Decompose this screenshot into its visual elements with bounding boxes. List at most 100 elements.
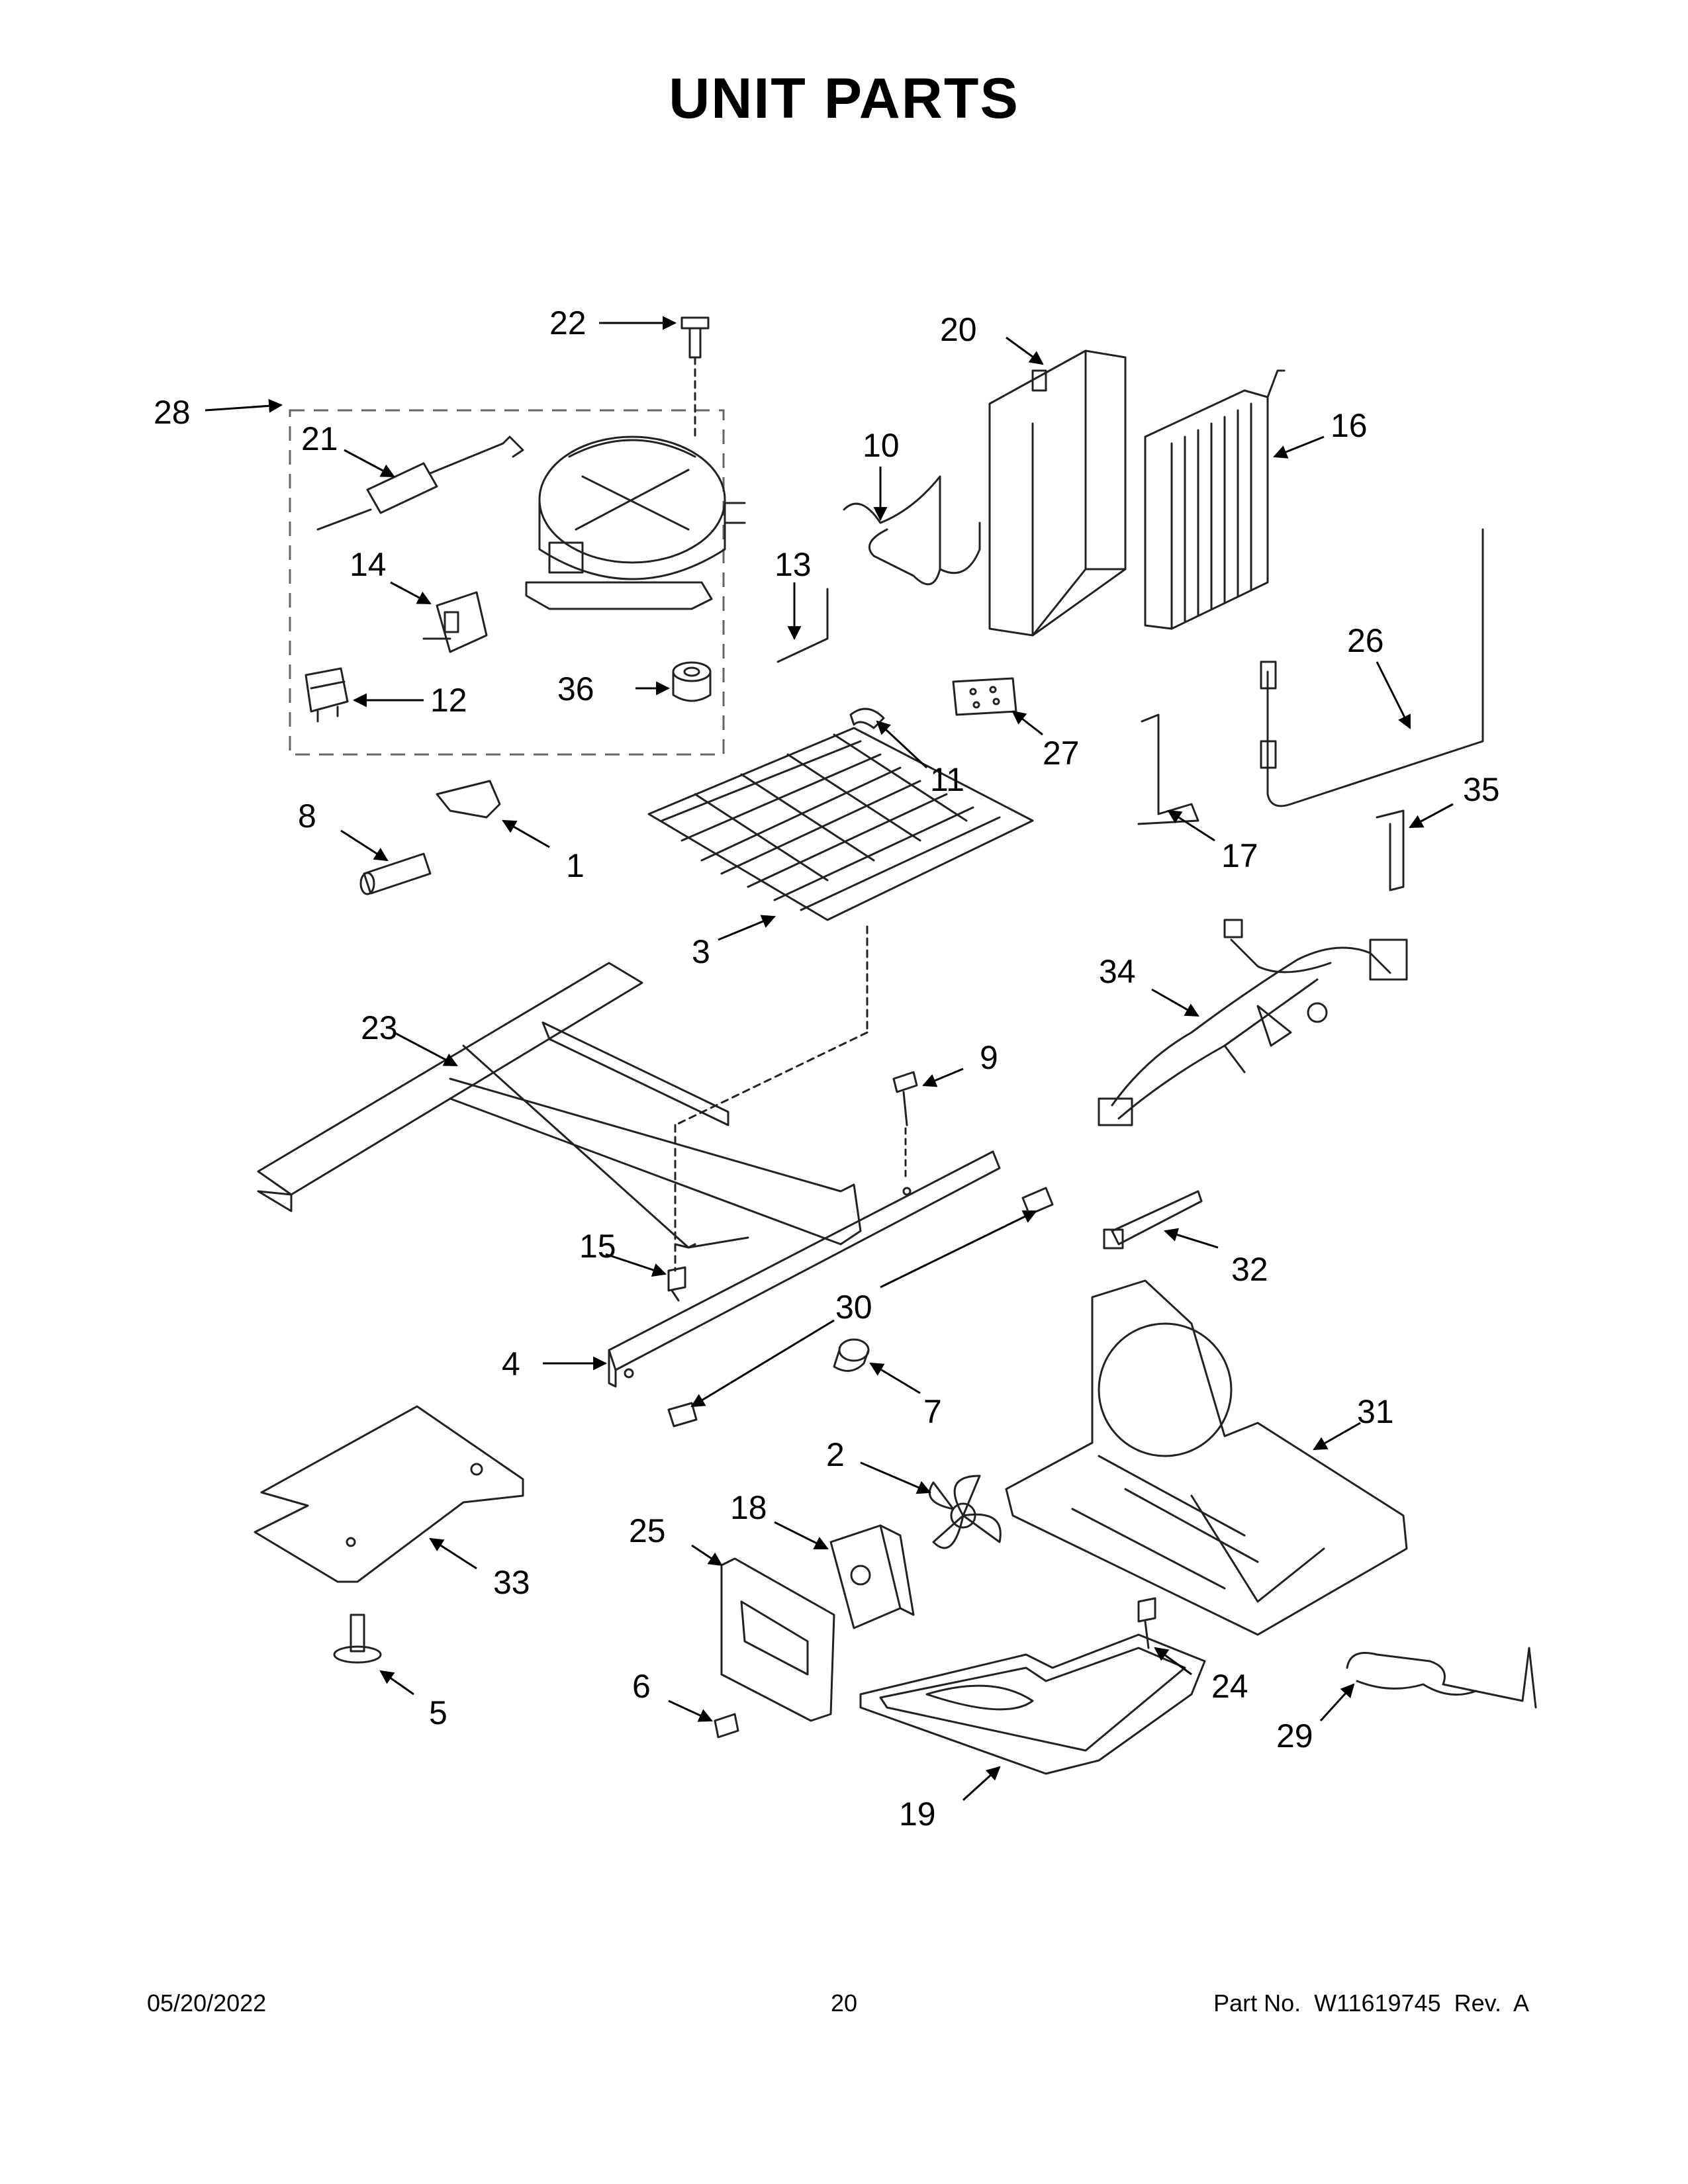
callout-30: 30 bbox=[835, 1289, 872, 1326]
callout-1: 1 bbox=[566, 847, 585, 884]
leader-26 bbox=[1376, 661, 1411, 729]
part-3-evaporator bbox=[647, 727, 1034, 1272]
leader-9 bbox=[922, 1068, 964, 1087]
callout-9: 9 bbox=[980, 1039, 998, 1076]
part-27-plate bbox=[952, 677, 1017, 716]
callout-13: 13 bbox=[774, 546, 812, 583]
part-20-shroud bbox=[988, 349, 1127, 637]
callout-5: 5 bbox=[429, 1694, 447, 1731]
callout-27: 27 bbox=[1043, 735, 1080, 772]
part-25-bracket bbox=[720, 1557, 835, 1722]
leader-24 bbox=[1154, 1647, 1192, 1676]
leader-23 bbox=[393, 1031, 458, 1067]
callout-29: 29 bbox=[1276, 1717, 1313, 1754]
part-11-clip bbox=[849, 707, 885, 729]
leader-17 bbox=[1167, 809, 1215, 842]
leader-6 bbox=[668, 1700, 713, 1722]
leader-5 bbox=[379, 1670, 414, 1696]
part-31-compartment bbox=[1005, 1279, 1408, 1636]
callout-10: 10 bbox=[863, 427, 900, 464]
callout-34: 34 bbox=[1099, 953, 1136, 990]
part-8-tube bbox=[359, 852, 432, 895]
leader-15 bbox=[605, 1253, 667, 1277]
leader-11 bbox=[876, 720, 928, 769]
part-22-fitting bbox=[680, 316, 710, 438]
leader-2 bbox=[860, 1461, 931, 1494]
footer-date: 05/20/2022 bbox=[147, 1989, 267, 2017]
part-35-clip bbox=[1376, 809, 1405, 891]
callout-21: 21 bbox=[301, 420, 338, 457]
callout-6: 6 bbox=[632, 1668, 651, 1705]
leader-21 bbox=[344, 449, 395, 478]
part-2-fan bbox=[928, 1475, 1002, 1549]
callout-2: 2 bbox=[826, 1436, 845, 1473]
callout-15: 15 bbox=[579, 1228, 616, 1265]
part-10-tube bbox=[843, 475, 981, 586]
leader-32 bbox=[1163, 1228, 1219, 1249]
part-30-screws bbox=[667, 1187, 1054, 1428]
part-15-screw bbox=[667, 1266, 686, 1302]
part-13-tube bbox=[776, 588, 829, 663]
leader-30b bbox=[690, 1319, 835, 1408]
leader-lines bbox=[205, 316, 1454, 1801]
callout-12: 12 bbox=[430, 682, 467, 719]
callout-17: 17 bbox=[1221, 837, 1258, 874]
part-14-relay bbox=[422, 591, 488, 653]
callout-3: 3 bbox=[692, 933, 710, 970]
callout-36: 36 bbox=[557, 670, 594, 707]
leader-27 bbox=[1011, 710, 1043, 736]
callout-14: 14 bbox=[350, 546, 387, 583]
callout-18: 18 bbox=[730, 1489, 767, 1526]
leader-20 bbox=[1006, 336, 1044, 365]
leader-3 bbox=[718, 915, 776, 941]
part-23-frame bbox=[257, 962, 862, 1249]
callout-25: 25 bbox=[629, 1512, 666, 1549]
part-1-bracket bbox=[436, 780, 501, 819]
part-29-heater bbox=[1346, 1647, 1537, 1709]
leader-28 bbox=[205, 398, 283, 413]
callout-8: 8 bbox=[298, 797, 316, 835]
part-5-foot bbox=[333, 1614, 382, 1664]
part-9-screw bbox=[892, 1071, 918, 1179]
footer-part-number: Part No. W11619745 Rev. A bbox=[1213, 1989, 1529, 2017]
footer-page-number: 20 bbox=[830, 1989, 858, 2017]
leader-35 bbox=[1409, 803, 1454, 829]
callout-4: 4 bbox=[502, 1345, 520, 1383]
part-19-drain-pan bbox=[859, 1633, 1206, 1775]
callout-22: 22 bbox=[549, 304, 586, 341]
callout-35: 35 bbox=[1463, 771, 1500, 808]
part-4-rail bbox=[608, 1150, 1001, 1388]
callout-32: 32 bbox=[1231, 1251, 1268, 1288]
part-17-bracket bbox=[1137, 713, 1199, 825]
leader-8 bbox=[340, 829, 389, 862]
part-18-motor bbox=[829, 1524, 915, 1629]
part-34-harness bbox=[1098, 919, 1408, 1126]
part-24-screw bbox=[1137, 1597, 1156, 1649]
page-title: UNIT PARTS bbox=[669, 67, 1019, 130]
callout-16: 16 bbox=[1331, 407, 1368, 444]
leader-18 bbox=[774, 1521, 829, 1550]
callout-28: 28 bbox=[154, 394, 191, 431]
compressor-kit-boundary bbox=[289, 409, 725, 756]
part-21-drier bbox=[316, 435, 524, 531]
part-33-cover bbox=[254, 1405, 524, 1583]
leader-34 bbox=[1151, 988, 1199, 1017]
leader-14 bbox=[390, 581, 432, 605]
part-12-overload bbox=[305, 667, 349, 723]
leader-19 bbox=[962, 1766, 1001, 1801]
callout-24: 24 bbox=[1211, 1668, 1248, 1705]
part-36-grommet bbox=[672, 661, 712, 702]
callout-33: 33 bbox=[493, 1564, 530, 1601]
leader-30a bbox=[880, 1210, 1037, 1289]
leader-31 bbox=[1313, 1422, 1361, 1451]
part-6-screw bbox=[714, 1713, 739, 1739]
leader-7 bbox=[869, 1362, 921, 1394]
part-32-tie bbox=[1103, 1190, 1203, 1250]
callout-numbers: 1 2 3 4 5 6 7 8 9 10 11 12 13 14 15 16 1… bbox=[154, 304, 1500, 1833]
callout-7: 7 bbox=[923, 1393, 942, 1430]
part-compressor bbox=[525, 435, 746, 610]
callout-11: 11 bbox=[930, 761, 964, 798]
part-drawings bbox=[254, 316, 1537, 1775]
part-26-harness bbox=[1260, 528, 1484, 807]
